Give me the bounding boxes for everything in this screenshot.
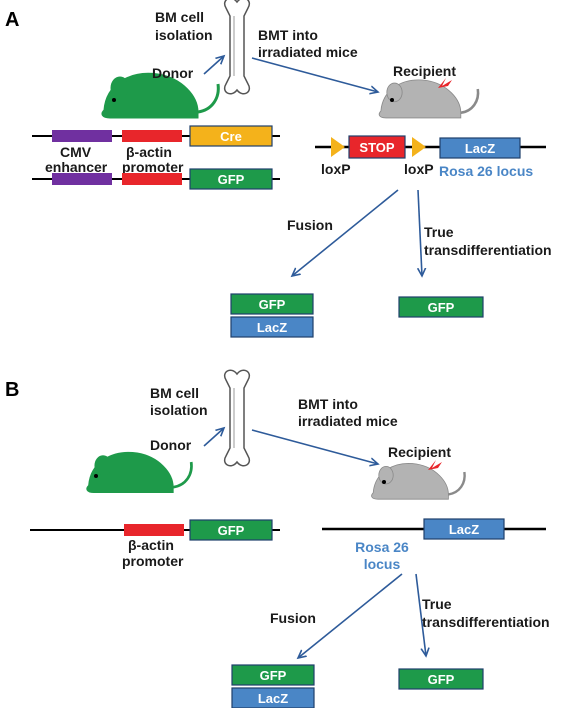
bactin-promoter-block-2 [122,173,182,185]
recipient-mouse-eye-icon [390,98,394,102]
td-gfp-box [398,668,484,690]
bmt-label-2: irradiated mice [298,413,398,429]
bactin-label-2: promoter [122,159,184,175]
true-td-label-2: transdifferentiation [424,242,552,258]
arrow-true-td [415,573,426,656]
loxp-left-triangle [331,137,345,157]
fusion-lacz-label: LacZ [258,691,288,706]
gfp-construct-box [189,519,273,541]
donor-label: Donor [152,65,194,81]
td-gfp-label: GFP [428,672,455,687]
cmv-label-2: enhancer [45,159,108,175]
fusion-gfp-box [230,293,314,315]
rosa-locus-label-2: locus [364,556,401,572]
bm-isolation-label-2: isolation [150,402,208,418]
gfp-construct-box [189,168,273,190]
true-td-label-1: True [424,224,454,240]
bactin-label-1: β-actin [126,144,172,160]
td-gfp-box [398,296,484,318]
arrow-true-td [418,189,422,276]
bone-icon [223,369,251,467]
bactin-promoter-block [124,524,184,536]
bmt-label-1: BMT into [298,396,358,412]
lacz-construct-label: LacZ [465,141,495,156]
arrow-bone-to-recipient [251,429,378,464]
bactin-promoter-block [122,130,182,142]
fusion-gfp-label: GFP [260,668,287,683]
bm-isolation-label-2: isolation [155,27,213,43]
lacz-construct-label: LacZ [449,522,479,537]
bone-icon [223,0,251,95]
stop-label: STOP [359,140,394,155]
bmt-label-2: irradiated mice [258,44,358,60]
lightning-icon [438,78,452,92]
recipient-label: Recipient [393,63,456,79]
fusion-lacz-box [230,316,314,338]
gfp-construct-label: GFP [218,172,245,187]
true-td-label-1: True [422,596,452,612]
donor-mouse-eye-icon [112,98,116,102]
bactin-label-1: β-actin [128,537,174,553]
cmv-enhancer-block-2 [52,173,112,185]
cmv-enhancer-block [52,130,112,142]
fusion-gfp-label: GFP [259,297,286,312]
panel-a: A BM cell isolation BMT into irradiated … [5,0,552,338]
lacz-construct-box [423,518,505,540]
gfp-construct-label: GFP [218,523,245,538]
bmt-label-1: BMT into [258,27,318,43]
fusion-gfp-box [231,664,315,686]
arrow-bone-to-recipient [251,57,378,92]
loxp-left-label: loxP [321,161,351,177]
recipient-mouse-icon [377,78,480,120]
donor-mouse-icon [85,451,193,494]
loxp-right-triangle [412,137,426,157]
fusion-lacz-box [231,687,315,708]
bm-isolation-label-1: BM cell [155,9,204,25]
donor-label: Donor [150,437,192,453]
cre-box [189,125,273,147]
bactin-label-2: promoter [122,553,184,569]
fusion-label: Fusion [287,217,333,233]
bm-isolation-label-1: BM cell [150,385,199,401]
lacz-construct-box [439,137,521,159]
fusion-label: Fusion [270,610,316,626]
true-td-label-2: transdifferentiation [422,614,550,630]
stop-box [348,135,406,159]
panel-b-letter: B [5,379,19,401]
td-gfp-label: GFP [428,300,455,315]
lightning-icon [428,460,442,474]
fusion-lacz-label: LacZ [257,320,287,335]
recipient-mouse-eye-icon [382,480,386,484]
arrow-fusion [298,573,403,658]
arrow-donor-to-bone [203,428,224,447]
rosa-locus-label-1: Rosa 26 [355,539,409,555]
donor-mouse-eye-icon [94,474,98,478]
arrow-fusion [292,189,399,276]
rosa-locus-label: Rosa 26 locus [439,163,533,179]
panel-a-letter: A [5,9,19,31]
arrow-donor-to-bone [203,56,224,75]
cre-label: Cre [220,129,242,144]
cmv-label-1: CMV [60,144,92,160]
panel-b: B BM cell isolation BMT into irradiated … [5,369,550,708]
loxp-right-label: loxP [404,161,434,177]
recipient-label: Recipient [388,444,451,460]
